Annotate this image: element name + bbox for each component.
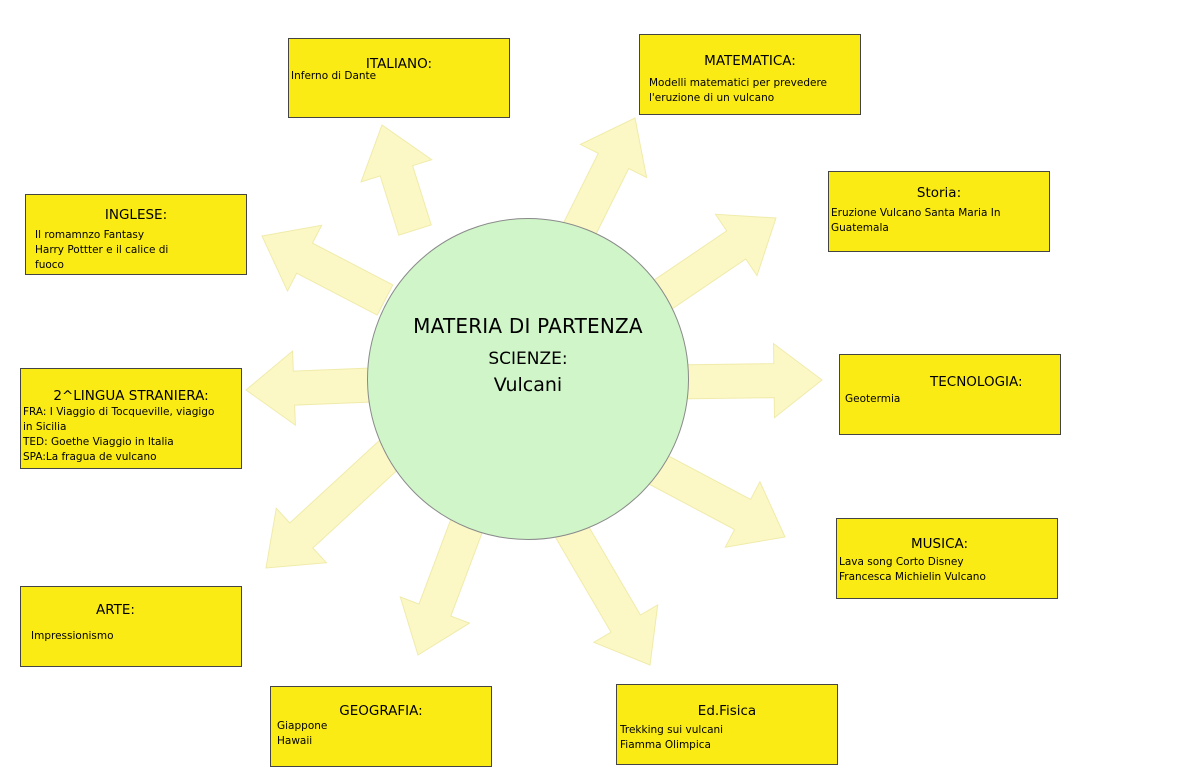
arrow-musica: [646, 452, 786, 548]
box-musica: MUSICA: Lava song Corto Disney Francesca…: [836, 518, 1058, 599]
box-lingua-straniera-line: in Sicilia: [23, 421, 67, 433]
box-edfisica-line: Trekking sui vulcani: [620, 724, 724, 736]
box-lingua-straniera-title: 2^LINGUA STRANIERA:: [53, 388, 209, 404]
arrow-inglese: [261, 224, 394, 316]
central-topic-circle: MATERIA DI PARTENZA SCIENZE: Vulcani: [367, 218, 689, 540]
box-italiano: ITALIANO: Inferno di Dante: [288, 38, 510, 118]
box-inglese-line: fuoco: [35, 259, 64, 271]
box-matematica-line: l'eruzione di un vulcano: [649, 92, 775, 104]
center-subject: SCIENZE:: [488, 349, 568, 369]
box-matematica: MATEMATICA: Modelli matematici per preve…: [639, 34, 861, 115]
box-storia-line: Guatemala: [831, 222, 889, 234]
box-tecnologia-title: TECNOLOGIA:: [930, 374, 1023, 390]
box-lingua-straniera-line: FRA: I Viaggio di Tocqueville, viagigo: [23, 406, 215, 418]
box-musica-line: Francesca Michielin Vulcano: [839, 571, 986, 583]
box-edfisica-line: Fiamma Olimpica: [620, 739, 711, 751]
arrow-italiano: [360, 124, 433, 236]
box-inglese: INGLESE: Il romamnzo Fantasy Harry Pottt…: [25, 194, 247, 275]
arrow-storia: [644, 213, 777, 315]
box-geografia-line: Giappone: [277, 720, 328, 732]
box-tecnologia: TECNOLOGIA: Geotermia: [839, 354, 1061, 435]
box-tecnologia-line: Geotermia: [845, 393, 901, 405]
box-arte-line: Impressionismo: [31, 630, 114, 642]
box-edfisica-title: Ed.Fisica: [697, 703, 757, 719]
box-edfisica: Ed.Fisica Trekking sui vulcani Fiamma Ol…: [616, 684, 838, 765]
box-lingua-straniera-line: TED: Goethe Viaggio in Italia: [23, 436, 174, 448]
arrow-lingua: [245, 350, 374, 427]
box-matematica-line: Modelli matematici per prevedere: [649, 77, 827, 89]
box-lingua-straniera: 2^LINGUA STRANIERA: FRA: I Viaggio di To…: [20, 368, 242, 469]
box-inglese-title: INGLESE:: [104, 207, 168, 223]
box-musica-title: MUSICA:: [911, 536, 969, 552]
box-musica-line: Lava song Corto Disney: [839, 556, 964, 568]
box-arte-title: ARTE:: [96, 602, 135, 618]
arrow-matematica: [562, 117, 648, 241]
center-title: MATERIA DI PARTENZA: [413, 314, 643, 338]
box-storia-line: Eruzione Vulcano Santa Maria In: [831, 207, 1001, 219]
box-italiano-title: ITALIANO:: [365, 56, 433, 72]
arrow-arte: [265, 438, 405, 569]
arrow-geografia: [399, 515, 485, 656]
box-arte: ARTE: Impressionismo: [20, 586, 242, 667]
box-geografia-line: Hawaii: [277, 735, 313, 747]
box-storia-title: Storia:: [916, 185, 962, 201]
center-topic: Vulcani: [493, 374, 563, 396]
box-inglese-line: Harry Pottter e il calice di: [35, 244, 169, 256]
box-matematica-title: MATEMATICA:: [704, 53, 796, 69]
box-storia: Storia: Eruzione Vulcano Santa Maria In …: [828, 171, 1050, 252]
arrow-edfisica: [552, 515, 659, 666]
box-italiano-line: Inferno di Dante: [291, 70, 377, 82]
box-geografia: GEOGRAFIA: Giappone Hawaii: [270, 686, 492, 767]
box-lingua-straniera-line: SPA:La fragua de vulcano: [23, 451, 157, 463]
arrow-tecnologia: [671, 342, 823, 419]
box-geografia-title: GEOGRAFIA:: [339, 703, 423, 719]
box-inglese-line: Il romamnzo Fantasy: [35, 229, 145, 241]
